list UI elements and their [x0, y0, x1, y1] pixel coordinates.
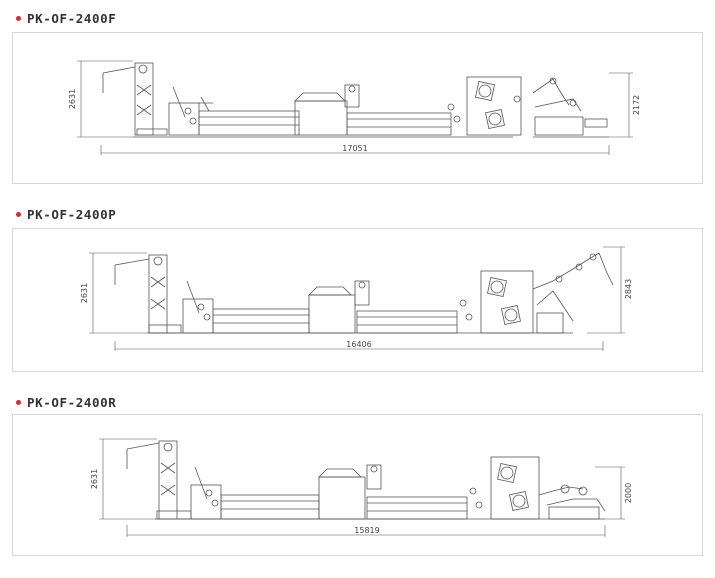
- right-height-dimension: 2172: [632, 95, 641, 115]
- red-bullet-icon: [16, 399, 21, 405]
- model-title: PK-OF-2400R: [16, 394, 116, 410]
- length-dimension: 17051: [342, 144, 367, 153]
- height-dimension: 2631: [90, 469, 99, 489]
- height-dimension: 2631: [80, 283, 89, 303]
- drawing-frame: 2631 17051 2172: [12, 32, 703, 184]
- machine-side-view-drawing: 2631 17051 2172: [68, 60, 641, 155]
- model-title: PK-OF-2400F: [16, 10, 116, 26]
- length-dimension: 15819: [354, 526, 379, 535]
- model-name: PK-OF-2400R: [27, 394, 117, 410]
- red-bullet-icon: [16, 15, 21, 21]
- drawing-frame: 2631 16406 2843: [12, 228, 703, 372]
- model-title: PK-OF-2400P: [16, 206, 116, 222]
- red-bullet-icon: [16, 211, 21, 217]
- length-dimension: 16406: [346, 340, 371, 349]
- right-height-dimension: 2843: [624, 279, 633, 299]
- machine-side-view-drawing: 2631 16406 2843: [80, 246, 633, 351]
- right-height-dimension: 2000: [624, 483, 633, 503]
- machine-side-view-drawing: 2631 15819 2000: [90, 438, 633, 537]
- model-name: PK-OF-2400F: [27, 10, 117, 26]
- drawing-frame: 2631 15819 2000: [12, 414, 703, 556]
- height-dimension: 2631: [68, 89, 77, 109]
- model-name: PK-OF-2400P: [27, 206, 117, 222]
